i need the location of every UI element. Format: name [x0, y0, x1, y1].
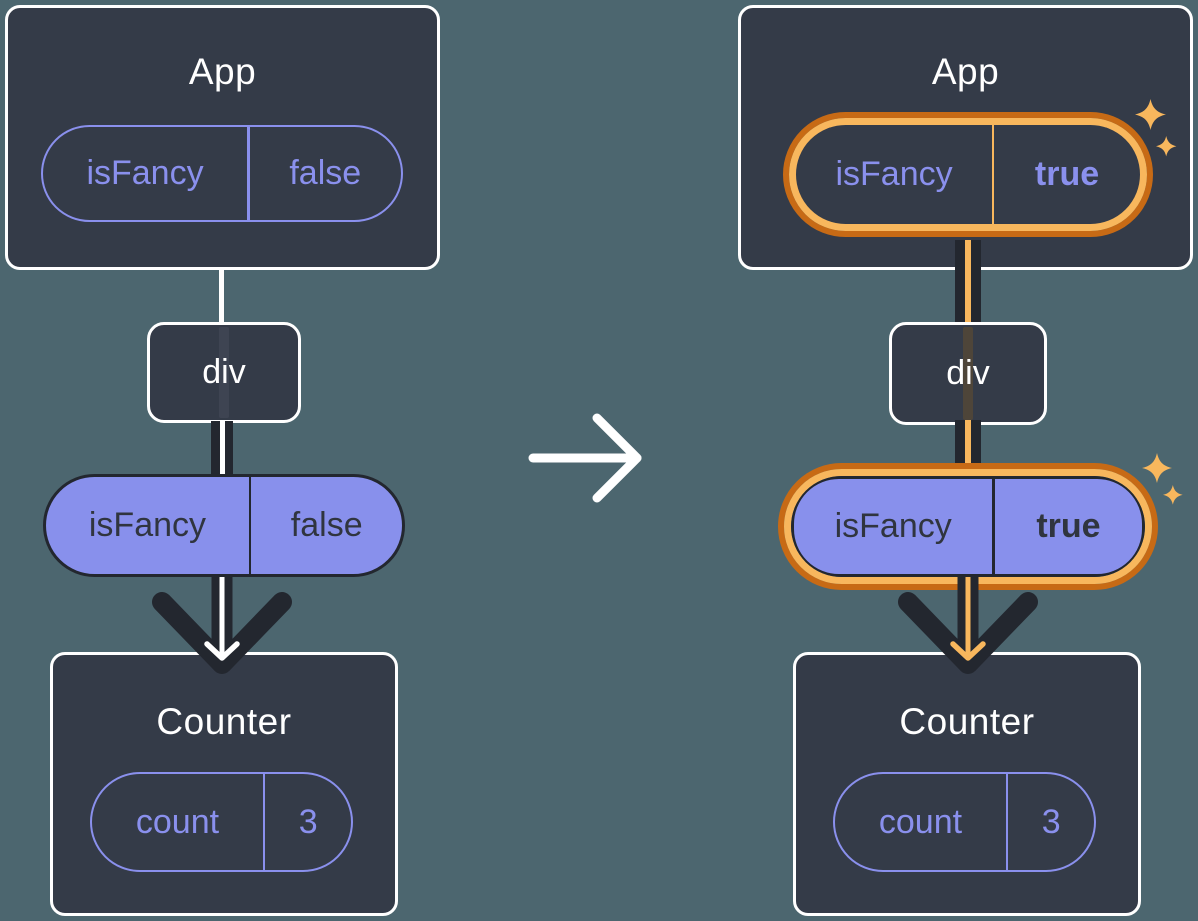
prop-name: isFancy: [834, 507, 952, 545]
connector-trace: [963, 327, 973, 420]
state-name: count: [135, 802, 220, 841]
prop-value: true: [1036, 507, 1101, 545]
after-app-title: App: [931, 51, 1000, 92]
connector-core: [965, 240, 971, 324]
after-flow-arrow-icon: [898, 577, 1038, 674]
state-name: isFancy: [835, 155, 953, 193]
before-div-label: div: [202, 353, 246, 391]
after-counter-title: Counter: [899, 701, 1035, 742]
state-value: true: [1034, 155, 1100, 193]
highlight-ring: isFancy true: [789, 118, 1147, 231]
state-value: false: [289, 154, 362, 192]
connector-trace: [219, 327, 229, 418]
before-counter-state-pill: count 3: [90, 772, 353, 872]
pill-divider: [247, 127, 250, 220]
after-div-label: div: [946, 354, 990, 392]
before-div-box: div: [147, 322, 301, 423]
pill-divider: [992, 125, 995, 224]
connector-core: [219, 421, 225, 477]
after-prop-pill-highlight: isFancy true: [778, 463, 1158, 590]
after-app-state-pill-highlight: isFancy true: [783, 112, 1153, 237]
pill-divider: [262, 774, 266, 870]
state-value: 3: [298, 802, 318, 841]
before-app-title: App: [188, 51, 257, 92]
before-app-state-pill: isFancy false: [41, 125, 403, 222]
after-div-box: div: [889, 322, 1047, 425]
before-app-div-connector: [219, 267, 224, 324]
prop-value: false: [290, 506, 363, 544]
state-name: isFancy: [86, 154, 204, 192]
connector-core: [965, 420, 971, 478]
pill-divider: [248, 477, 252, 574]
before-prop-pill: isFancy false: [43, 474, 405, 577]
before-div-prop-connector: [211, 421, 233, 477]
arrow-right-icon: [528, 413, 642, 503]
pill-divider: [992, 479, 995, 574]
state-name: count: [878, 802, 963, 841]
sparkles-icon: [1142, 453, 1183, 505]
highlight-ring: isFancy true: [784, 469, 1152, 584]
state-value: 3: [1041, 802, 1061, 841]
sparkles-icon: [1135, 99, 1177, 157]
after-prop-pill: isFancy true: [791, 476, 1145, 577]
pill-divider: [1005, 774, 1009, 870]
after-counter-state-pill: count 3: [833, 772, 1096, 872]
prop-name: isFancy: [88, 506, 207, 544]
before-counter-title: Counter: [156, 701, 292, 742]
before-flow-arrow-icon: [152, 577, 292, 674]
after-app-div-connector: [955, 240, 981, 324]
